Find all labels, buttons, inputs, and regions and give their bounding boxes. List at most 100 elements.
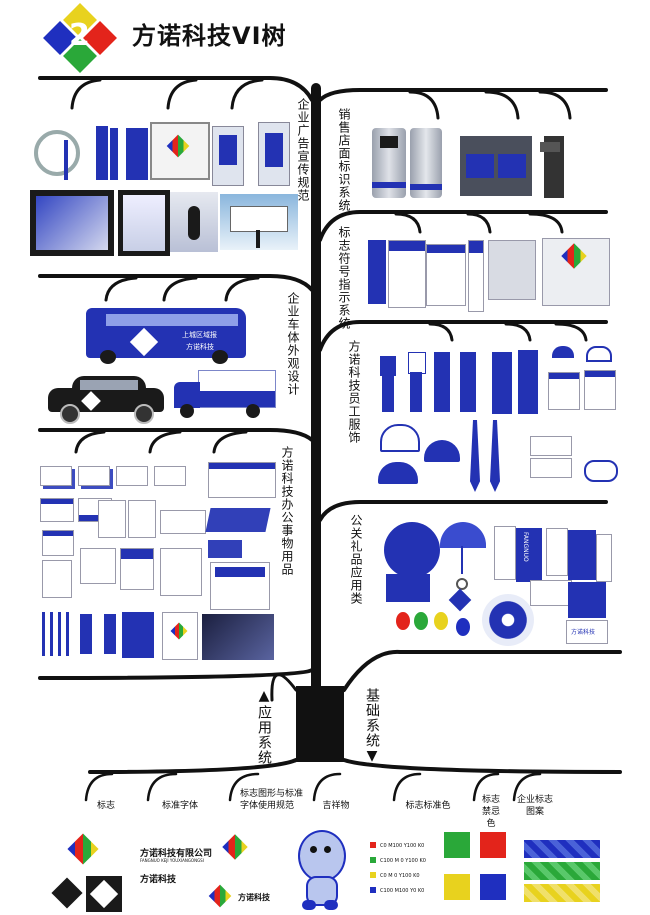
easel-banner-thumb (126, 128, 148, 180)
box-thumb (546, 528, 568, 576)
branch-label-store-signage: 销售店面标识系统 (337, 108, 351, 212)
cylinder-post-thumb (410, 128, 442, 198)
balloon-yellow (434, 612, 448, 630)
cabinet-thumb (488, 240, 536, 300)
trunk-label-base: 基础系统▼ (364, 688, 380, 765)
cd-disc-thumb (482, 594, 534, 646)
binder-thumb (122, 612, 154, 658)
logo-usage-sample-2 (208, 884, 234, 910)
gift-bag-thumb-3 (568, 530, 596, 580)
display-stand-thumb-2 (258, 122, 290, 186)
gift-bag-thumb-4 (596, 534, 612, 582)
branch-label-gifts: 公关礼品应用类 (349, 514, 363, 605)
forbidden-color-blue (480, 874, 506, 900)
brand-logo: 2 (40, 3, 120, 76)
table-tent-thumb (160, 510, 206, 534)
flag-thumb (386, 574, 430, 602)
balloon-red (396, 612, 410, 630)
pens-thumb (40, 612, 74, 658)
pattern-swatch-yellow (524, 884, 600, 902)
folder-pattern-thumb (160, 548, 202, 596)
gift-bag-brand: FANGNUO (522, 532, 529, 562)
banner-pole-thumb-2 (110, 128, 118, 180)
label-standard-font: 标准字体 (161, 801, 198, 811)
label-mascot: 吉祥物 (322, 801, 350, 811)
cap-thumb-3 (378, 462, 418, 484)
forbidden-color-green (444, 832, 470, 858)
memo-thumb (98, 500, 126, 538)
memo-thumb-2 (128, 500, 156, 538)
tshirt-thumb (548, 372, 580, 410)
label-logo-pattern: 企业标志图案 (516, 795, 553, 817)
lightbox-sign-thumb (34, 130, 80, 180)
cover-page-thumb (162, 612, 198, 660)
directional-sign-thumb (540, 136, 564, 198)
business-cards-thumb-3 (116, 466, 148, 486)
notepad-thumb (42, 560, 72, 598)
uniform-shirt-thumb (376, 356, 400, 412)
mascot-figure (290, 830, 350, 912)
pattern-swatch-green (524, 862, 600, 880)
brand-short-text: 方诺科技 (140, 875, 177, 885)
laptop-thumb (210, 562, 270, 610)
wayfinding-board-thumb (388, 240, 426, 308)
card-thumb: 方诺科技 (566, 620, 608, 644)
folder-thumb (205, 508, 271, 532)
folder-blue-thumb (120, 548, 154, 590)
branch-label-advertising: 企业广告宣传规范 (296, 98, 310, 202)
wayfinding-board-thumb-2 (426, 244, 466, 306)
page-title: 方诺科技VI树 (132, 22, 287, 50)
gift-bag-thumb-2: FANGNUO (516, 528, 542, 582)
card-brand-text: 方诺科技 (571, 629, 596, 636)
framed-poster-thumb-2 (118, 190, 170, 256)
branch-label-vehicle: 企业车体外观设计 (286, 292, 300, 396)
logo-sample-color (66, 832, 100, 866)
letter-sheet-thumb (40, 498, 74, 522)
car-thumb (48, 374, 166, 424)
logo-usage-sample (222, 834, 250, 862)
company-name-en-text: FANGNUO KEJI YOUXIANGONGSI (140, 858, 204, 863)
envelope-thumb (208, 462, 276, 498)
recycle-bin-thumb (460, 136, 532, 196)
balloon-blue (456, 618, 470, 636)
truck-thumb (172, 370, 276, 420)
cube-pattern-thumb (80, 614, 116, 654)
badge-thumb (42, 530, 74, 556)
framed-poster-thumb (30, 190, 114, 256)
tshirt-thumb-2 (584, 370, 616, 410)
name-tag-thumb (530, 436, 572, 456)
certificate-thumb (208, 540, 242, 558)
logo-2-glyph: 2 (69, 18, 90, 53)
logo-usage-brand-text: 方诺科技 (238, 893, 270, 902)
billboard-thumb (220, 194, 298, 250)
keychain-thumb (448, 578, 474, 612)
uniform-dress-thumb (432, 352, 452, 412)
color-spec-red: C0 M100 Y100 K0 (380, 843, 425, 849)
name-tag-thumb-2 (530, 458, 572, 478)
necktie-thumb-2 (490, 420, 500, 492)
forbidden-color-yellow (444, 874, 470, 900)
color-spec-row: C100 M 0 Y100 K0 (370, 857, 460, 872)
room-sign-thumb (368, 240, 386, 304)
trash-bin-thumb (372, 128, 406, 198)
uniform-dress-thumb-2 (458, 352, 478, 412)
color-spec-row: C0 M100 Y100 K0 (370, 842, 460, 857)
label-logo-usage: 标志图形与标准字体使用规范 (240, 789, 304, 811)
branch-label-office: 方诺科技办公事物用品 (280, 446, 294, 576)
stationery-set-thumb (202, 614, 274, 660)
reception-desk-thumb (542, 238, 610, 306)
banner-pole-thumb (96, 126, 108, 180)
forbidden-color-red (480, 832, 506, 858)
card-box-thumb (530, 580, 572, 606)
label-standard-colors: 标志标准色 (405, 801, 451, 811)
branch-label-uniform: 方诺科技员工服饰 (347, 340, 361, 444)
business-cards-thumb (40, 466, 72, 486)
umbrella-thumb (384, 522, 440, 578)
bus-thumb: 上城区域报 方诺科技 (86, 308, 246, 364)
color-spec-list: C0 M100 Y100 K0 C100 M 0 Y100 K0 C0 M 0 … (370, 842, 460, 902)
uniform-jacket-thumb (492, 352, 512, 414)
bus-brand-text: 方诺科技 (186, 343, 214, 351)
uniform-cap-thumb-2 (586, 346, 612, 362)
cd-sleeve-thumb (80, 548, 116, 584)
